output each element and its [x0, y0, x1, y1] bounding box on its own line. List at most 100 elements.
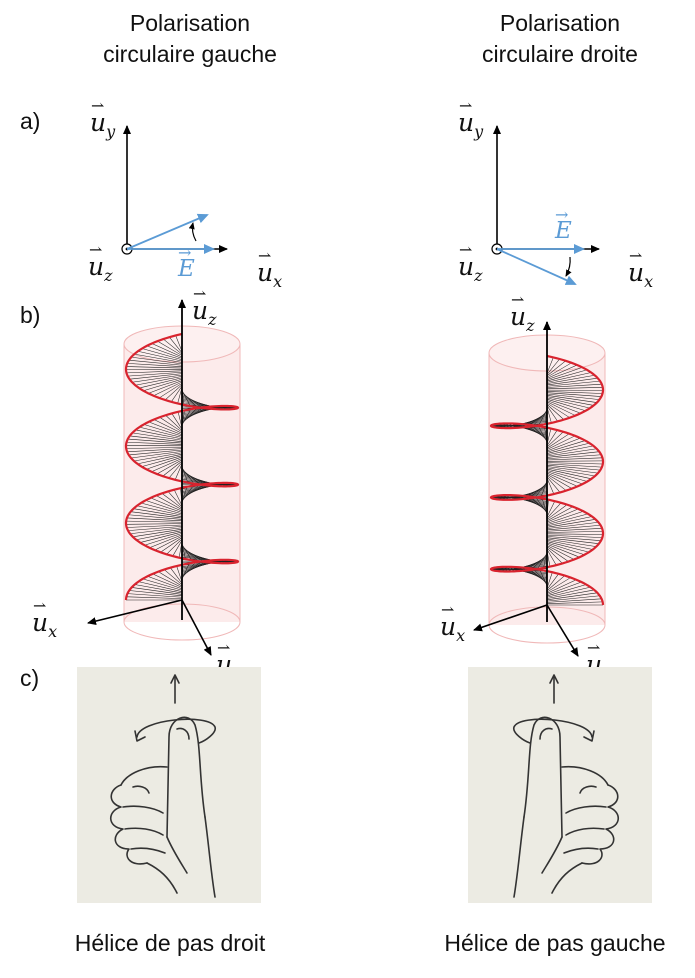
field-spoke — [147, 576, 183, 590]
field-spoke — [546, 464, 601, 471]
field-spoke — [168, 462, 183, 479]
field-spoke — [546, 362, 572, 378]
field-spoke — [149, 534, 183, 549]
field-spoke — [546, 536, 601, 541]
field-spoke — [126, 446, 183, 449]
field-spoke — [140, 502, 183, 515]
left-b-ux-label: ⇀ux — [32, 596, 58, 641]
field-spoke — [161, 493, 183, 509]
field-spoke — [143, 424, 183, 437]
field-spoke — [126, 517, 183, 522]
field-spoke — [546, 372, 592, 383]
field-spoke — [171, 413, 183, 430]
field-spoke — [129, 435, 183, 442]
field-spoke — [159, 417, 183, 433]
field-spoke — [546, 402, 570, 418]
field-spoke — [181, 390, 191, 407]
field-spoke — [546, 397, 590, 409]
field-spoke — [166, 538, 183, 555]
field-spoke — [546, 393, 600, 400]
field-spoke — [132, 374, 183, 383]
field-spoke — [136, 505, 183, 516]
field-spoke — [546, 471, 583, 485]
field-spoke — [164, 384, 183, 401]
field-spoke — [546, 395, 597, 403]
field-spoke — [546, 504, 568, 520]
field-spoke — [546, 405, 558, 422]
field-spoke — [546, 466, 598, 474]
field-spoke — [175, 335, 183, 352]
field-spoke — [171, 385, 183, 402]
field-spoke — [132, 528, 183, 538]
field-spoke — [546, 584, 587, 597]
field-spoke — [546, 508, 579, 523]
field-spoke — [546, 533, 603, 535]
field-spoke — [546, 577, 571, 593]
field-spoke — [534, 481, 548, 498]
field-spoke — [156, 459, 183, 475]
field-spoke — [546, 543, 580, 558]
field-spoke — [150, 497, 183, 512]
field-spoke — [128, 526, 183, 531]
field-spoke — [546, 396, 594, 406]
field-spoke — [546, 429, 558, 446]
field-spoke — [151, 343, 183, 358]
field-spoke — [546, 502, 562, 519]
field-spoke — [546, 534, 603, 538]
field-spoke — [546, 546, 569, 562]
field-spoke — [158, 571, 183, 587]
field-spoke — [546, 579, 577, 594]
field-spoke — [537, 553, 548, 570]
right-a-E-label: →E — [555, 205, 572, 244]
right-helix-diagram — [473, 321, 606, 657]
field-spoke — [510, 415, 548, 429]
field-spoke — [128, 514, 183, 520]
right-a-uz-label: ⇀uz — [458, 240, 483, 285]
field-spoke — [160, 537, 183, 553]
field-spoke — [546, 589, 595, 599]
field-spoke — [126, 520, 183, 523]
field-spoke — [546, 601, 603, 604]
field-spoke — [181, 544, 192, 561]
field-spoke — [546, 369, 588, 382]
field-spoke — [546, 531, 603, 533]
right-ux-axis-3d — [473, 604, 548, 632]
field-spoke — [157, 340, 183, 356]
field-spoke — [131, 587, 183, 595]
field-spoke — [546, 387, 603, 390]
field-spoke — [546, 433, 570, 449]
right-uy-axis-3d — [546, 604, 579, 657]
field-spoke — [130, 527, 183, 535]
field-spoke — [126, 441, 183, 445]
field-spoke — [546, 357, 554, 374]
field-spoke — [164, 569, 183, 585]
field-spoke — [137, 453, 183, 465]
left-helix-curve — [124, 332, 240, 601]
field-spoke — [546, 377, 598, 386]
field-spoke — [546, 435, 576, 450]
field-spoke — [151, 458, 183, 473]
field-spoke — [173, 489, 183, 506]
field-spoke — [546, 537, 599, 544]
left-title-line1: Polarisation — [129, 10, 251, 36]
field-spoke — [546, 595, 600, 602]
field-spoke — [546, 440, 586, 453]
field-spoke — [546, 586, 591, 598]
field-spoke — [546, 528, 603, 532]
right-b-ux-label: ⇀ux — [440, 600, 466, 645]
field-spoke — [146, 345, 183, 359]
left-b-uz-label: ⇀uz — [192, 284, 217, 329]
field-spoke — [174, 463, 183, 480]
right-column-title: Polarisation circulaire droite — [430, 8, 690, 70]
field-spoke — [546, 401, 576, 416]
field-spoke — [546, 445, 594, 456]
field-spoke — [546, 431, 564, 448]
field-spoke — [148, 421, 183, 435]
field-spoke — [546, 476, 561, 493]
right-a-uy-label: ⇀uy — [458, 96, 484, 141]
field-spoke — [546, 501, 556, 518]
field-spoke — [546, 513, 589, 526]
left-helix-diagram — [87, 299, 241, 656]
field-spoke — [546, 437, 581, 452]
